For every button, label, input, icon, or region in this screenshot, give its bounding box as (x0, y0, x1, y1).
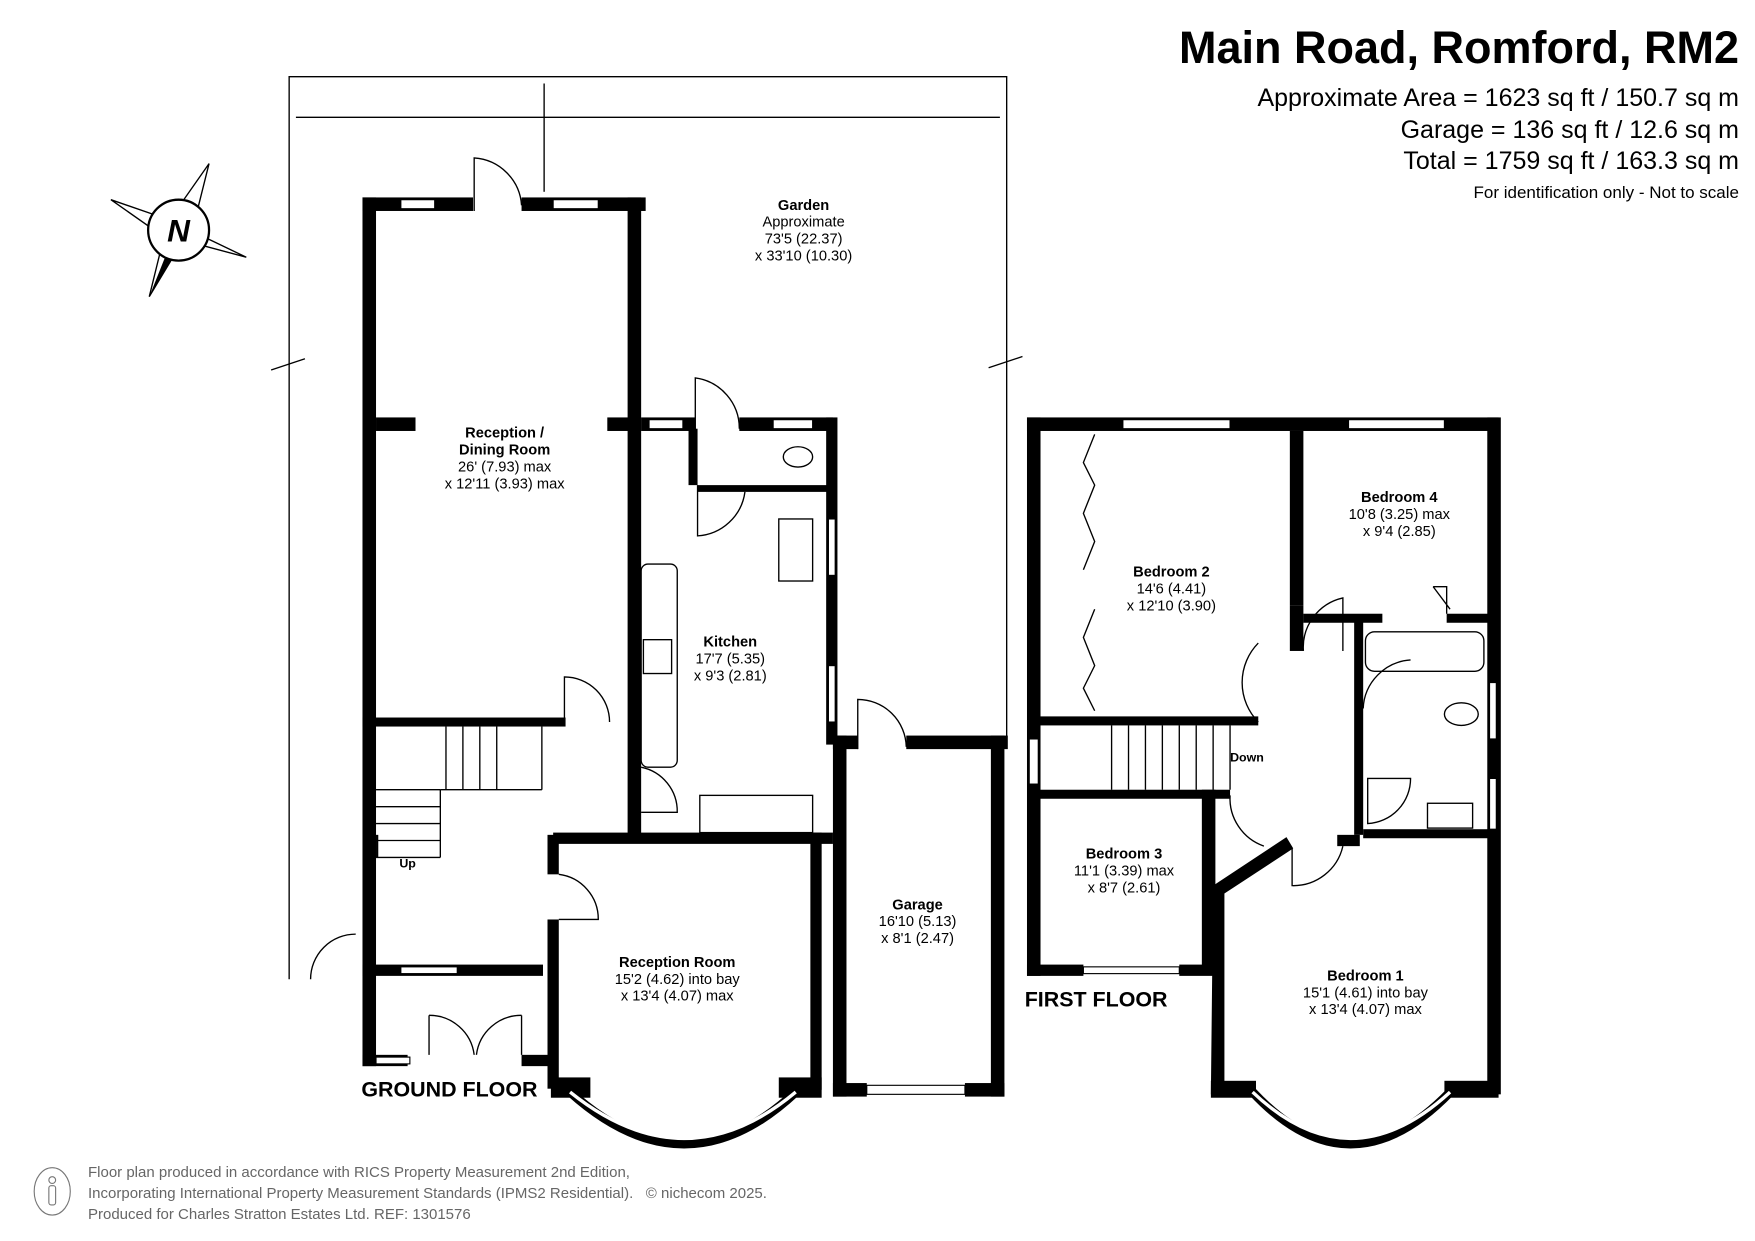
first-floor-label: FIRST FLOOR (1025, 987, 1168, 1011)
garden-label: Garden Approximate 73'5 (22.37) x 33'10 … (755, 198, 852, 265)
garden-boundary (270, 76, 1023, 980)
room-name: Kitchen (703, 634, 757, 650)
room-dimension: x 8'7 (2.61) (1088, 880, 1161, 896)
bedroom-2-label: Bedroom 2 14'6 (4.41) x 12'10 (3.90) (1127, 565, 1216, 615)
room-dimension: x 9'4 (2.85) (1363, 524, 1436, 540)
room-dimension: 16'10 (5.13) (879, 914, 957, 930)
total-area: Total = 1759 sq ft / 163.3 sq m (1403, 147, 1739, 175)
room-name: Garden (778, 198, 829, 214)
first-floor-walls (782, 417, 1501, 1149)
room-dimension: 73'5 (22.37) (765, 232, 843, 248)
bedroom-3-label: Bedroom 3 11'1 (3.39) max x 8'7 (2.61) (1074, 847, 1175, 897)
stairs-down-label: Down (1230, 751, 1264, 765)
room-dimension: 15'1 (4.61) into bay (1303, 985, 1429, 1001)
room-dimension: x 13'4 (4.07) max (1309, 1002, 1422, 1018)
room-name: Reception / (465, 426, 544, 442)
room-dimension: 26' (7.93) max (458, 460, 552, 476)
footer-line-1: Floor plan produced in accordance with R… (88, 1164, 630, 1181)
footer-line-3: Produced for Charles Stratton Estates Lt… (88, 1206, 471, 1223)
bedroom-4-label: Bedroom 4 10'8 (3.25) max x 9'4 (2.85) (1349, 490, 1451, 540)
room-name: Bedroom 1 (1327, 968, 1404, 984)
room-name: Reception Room (619, 955, 735, 971)
disclaimer: For identification only - Not to scale (1473, 183, 1739, 202)
room-name: Dining Room (459, 443, 550, 459)
room-dimension: x 13'4 (4.07) max (621, 989, 734, 1005)
room-name: Bedroom 3 (1086, 847, 1163, 863)
room-dimension: x 8'1 (2.47) (881, 931, 954, 947)
garage-area: Garage = 136 sq ft / 12.6 sq m (1400, 116, 1739, 144)
room-dimension: x 12'10 (3.90) (1127, 598, 1216, 614)
approximate-area: Approximate Area = 1623 sq ft / 150.7 sq… (1257, 84, 1739, 112)
room-dimension: 10'8 (3.25) max (1349, 507, 1451, 523)
room-name: Bedroom 4 (1361, 490, 1438, 506)
room-name: Bedroom 2 (1133, 565, 1210, 581)
room-dimension: x 33'10 (10.30) (755, 249, 852, 265)
ground-floor-walls (309, 157, 1008, 1149)
compass-icon: N (110, 163, 247, 298)
kitchen-label: Kitchen 17'7 (5.35) x 9'3 (2.81) (694, 634, 767, 684)
ground-floor-label: GROUND FLOOR (361, 1078, 538, 1102)
ipms-person-icon (33, 1167, 71, 1216)
compass-north-label: N (167, 212, 191, 248)
garage-label: Garage 16'10 (5.13) x 8'1 (2.47) (879, 897, 957, 947)
room-dimension: 17'7 (5.35) (695, 651, 765, 667)
room-dimension: x 9'3 (2.81) (694, 668, 767, 684)
room-dimension: Approximate (762, 215, 844, 231)
dining-room-label: Reception / Dining Room 26' (7.93) max x… (445, 426, 566, 493)
property-title: Main Road, Romford, RM2 (1179, 22, 1739, 73)
stairs-up-label: Up (399, 857, 416, 871)
room-dimension: 15'2 (4.62) into bay (615, 972, 741, 988)
reception-room-label: Reception Room 15'2 (4.62) into bay x 13… (615, 955, 741, 1005)
room-name: Garage (892, 897, 943, 913)
footer-line-2: Incorporating International Property Mea… (88, 1185, 634, 1202)
room-dimension: 14'6 (4.41) (1137, 581, 1207, 597)
footer-copyright: © nichecom 2025. (645, 1185, 767, 1202)
footer-notes: Floor plan produced in accordance with R… (88, 1162, 767, 1225)
room-dimension: 11'1 (3.39) max (1074, 863, 1175, 879)
room-dimension: x 12'11 (3.93) max (445, 477, 566, 493)
bedroom-1-label: Bedroom 1 15'1 (4.61) into bay x 13'4 (4… (1303, 968, 1429, 1018)
